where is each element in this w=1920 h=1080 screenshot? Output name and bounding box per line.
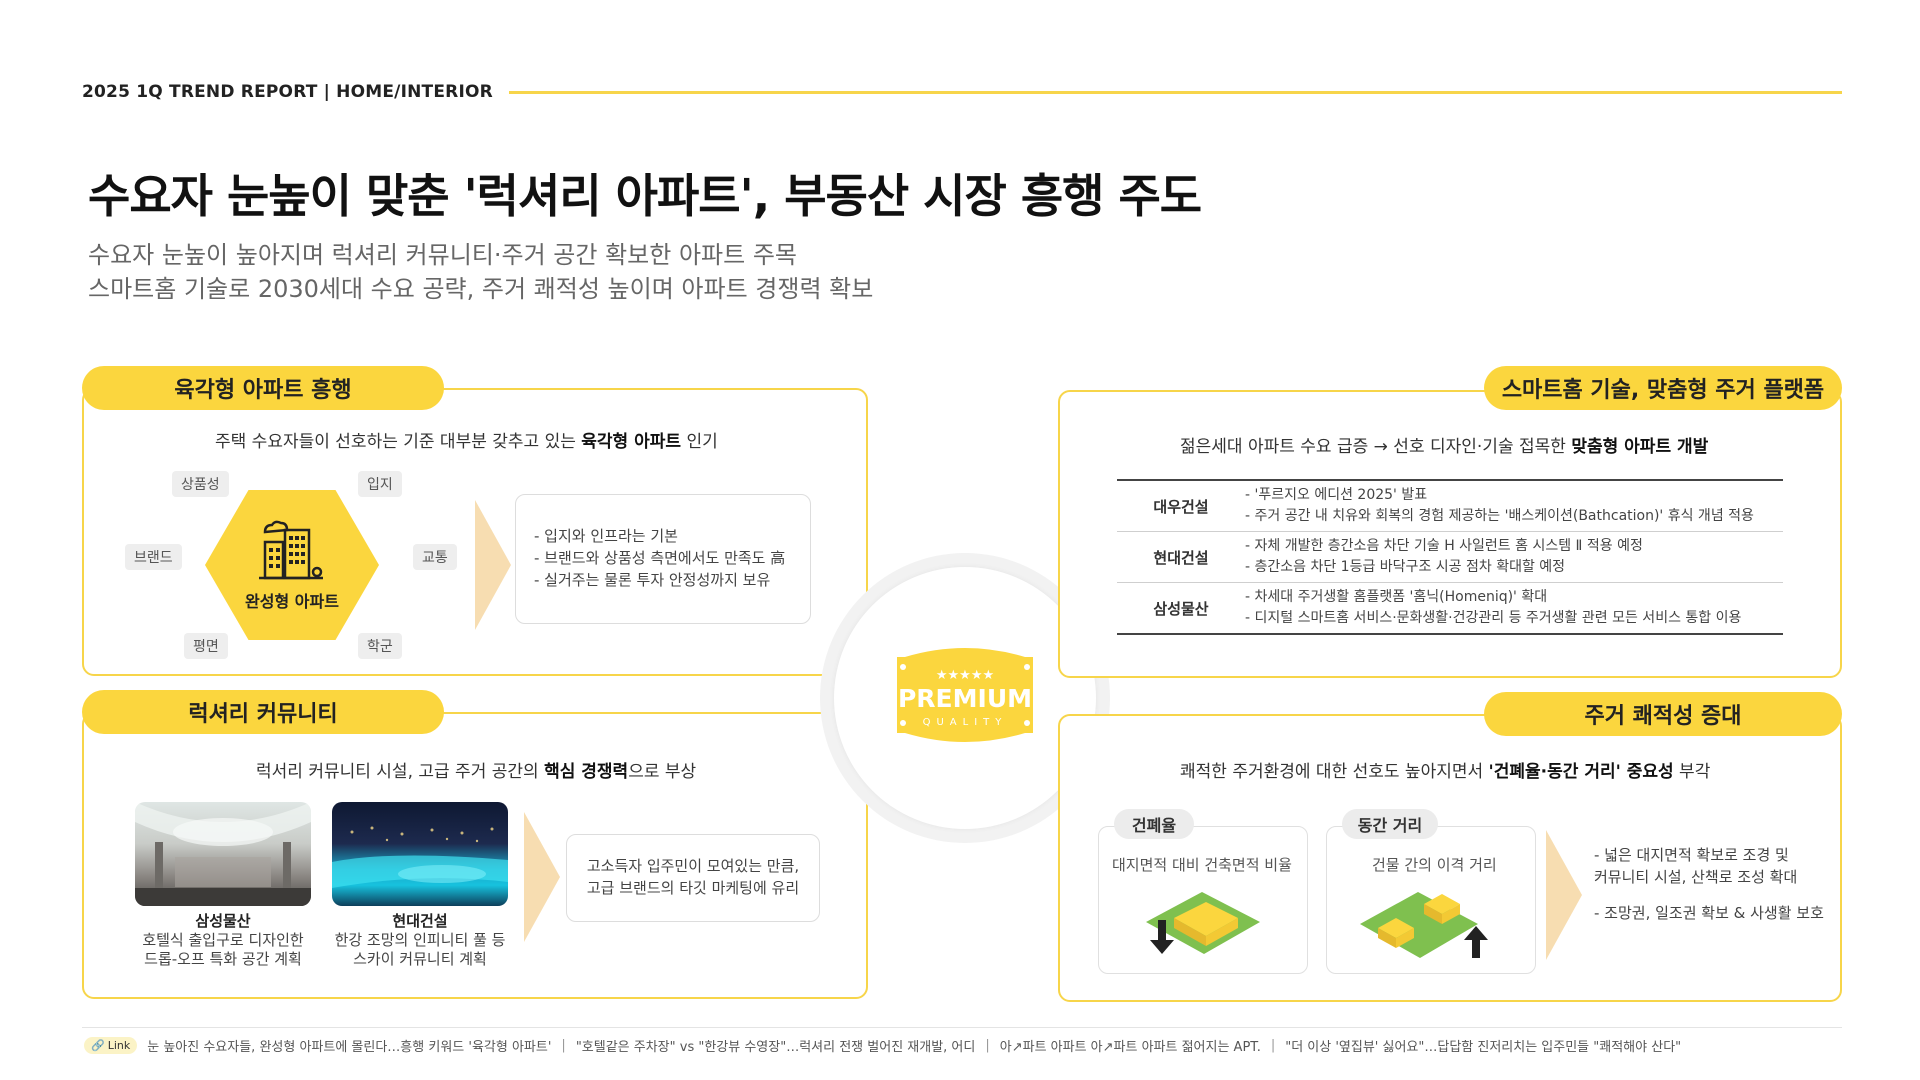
chip-location: 입지 xyxy=(358,471,402,497)
footer-separator: | xyxy=(1270,1037,1276,1053)
lead-text-post: 부각 xyxy=(1673,762,1711,782)
panel-luxury-tag: 럭셔리 커뮤니티 xyxy=(82,690,444,734)
panel-smart-home-tag: 스마트홈 기술, 맞춤형 주거 플랫폼 xyxy=(1484,366,1842,410)
caption-line: 한강 조망의 인피니티 풀 등 xyxy=(334,931,506,949)
chip-floorplan: 평면 xyxy=(184,633,228,659)
chip-school: 학군 xyxy=(358,633,402,659)
coverage-ratio-icon xyxy=(1146,892,1260,954)
panel-hexagon-lead: 주택 수요자들이 선호하는 기준 대부분 갖추고 있는 육각형 아파트 인기 xyxy=(215,427,718,452)
badge-main-text: PREMIUM xyxy=(898,684,1032,713)
company-desc: - 자체 개발한 층간소음 차단 기술 H 사일런트 홈 시스템 Ⅱ 적용 예정… xyxy=(1245,532,1783,583)
footer-separator: | xyxy=(985,1037,990,1053)
hexagon-content: 완성형 아파트 xyxy=(220,490,364,640)
infinity-pool-illustration xyxy=(332,826,508,888)
lead-text: 쾌적한 주거환경에 대한 선호도 높아지면서 xyxy=(1180,762,1489,782)
desc-line: - '푸르지오 에디션 2025' 발표 xyxy=(1245,487,1428,503)
link-icon: 🔗 xyxy=(91,1038,105,1052)
card-coverage-desc: 대지면적 대비 건축면적 비율 xyxy=(1112,856,1292,874)
page-subtitle: 수요자 눈높이 높아지며 럭셔리 커뮤니티·주거 공간 확보한 아파트 주목 스… xyxy=(88,238,873,306)
company-name: 현대건설 xyxy=(1153,548,1209,567)
footer-separator: | xyxy=(561,1037,566,1053)
panel-luxury-summary: 고소득자 입주민이 모여있는 만큼, 고급 브랜드의 타깃 마케팅에 유리 xyxy=(566,834,820,922)
footer-link-2[interactable]: "호텔같은 주차장" vs "한강뷰 수영장"…럭셔리 전쟁 벌어진 재개발, … xyxy=(575,1039,976,1055)
photo-hotel-entrance xyxy=(135,802,311,906)
card-distance-tag: 동간 거리 xyxy=(1342,809,1438,839)
bullet-item: - 조망권, 일조권 확보 & 사생활 보호 xyxy=(1594,904,1824,922)
caption-line: 드롭-오프 특화 공간 계획 xyxy=(144,950,302,968)
footer-link-4[interactable]: "더 이상 '옆집뷰' 싫어요"…답답함 진저리치는 입주민들 "쾌적해야 산다… xyxy=(1285,1039,1682,1055)
lead-bold: 핵심 경쟁력 xyxy=(544,762,629,782)
table-row: 현대건설 - 자체 개발한 층간소음 차단 기술 H 사일런트 홈 시스템 Ⅱ … xyxy=(1117,532,1783,583)
link-label: Link xyxy=(107,1038,131,1052)
lead-text-post: 인기 xyxy=(681,432,718,452)
lead-text: 젊은세대 아파트 수요 급증 → 선호 디자인·기술 접목한 xyxy=(1180,437,1572,457)
chip-transport: 교통 xyxy=(413,544,457,570)
desc-line: - 주거 공간 내 치유와 회복의 경험 제공하는 '배스케이션(Bathcat… xyxy=(1245,508,1754,524)
bullet-item: 커뮤니티 시설, 산책로 조성 확대 xyxy=(1594,868,1798,886)
photo-caption-hyundai: 현대건설 한강 조망의 인피니티 풀 등 스카이 커뮤니티 계획 xyxy=(320,912,520,969)
premium-badge: ★★★★★ PREMIUM QUALITY xyxy=(897,648,1033,742)
footer-link-1[interactable]: 눈 높아진 수요자들, 완성형 아파트에 몰린다…흥행 키워드 '육각형 아파트… xyxy=(147,1039,552,1055)
footer-divider xyxy=(82,1027,1842,1028)
subtitle-line-1: 수요자 눈높이 높아지며 럭셔리 커뮤니티·주거 공간 확보한 아파트 주목 xyxy=(88,241,797,269)
caption-company: 삼성물산 xyxy=(195,912,251,930)
lead-text: 주택 수요자들이 선호하는 기준 대부분 갖추고 있는 xyxy=(215,432,582,452)
footer-links: 🔗 Link 눈 높아진 수요자들, 완성형 아파트에 몰린다…흥행 키워드 '… xyxy=(84,1034,1681,1056)
lead-bold: '건폐율·동간 거리' 중요성 xyxy=(1488,762,1674,782)
company-table: 대우건설 - '푸르지오 에디션 2025' 발표 - 주거 공간 내 치유와 … xyxy=(1117,479,1783,635)
panel-comfort-bullets: - 넓은 대지면적 확보로 조경 및 커뮤니티 시설, 산책로 조성 확대 - … xyxy=(1594,844,1824,924)
panel-comfort-tag: 주거 쾌적성 증대 xyxy=(1484,692,1842,736)
card-coverage-tag: 건폐율 xyxy=(1114,809,1194,839)
desc-line: - 디지털 스마트홈 서비스·문화생활·건강관리 등 주거생활 관련 모든 서비… xyxy=(1245,610,1742,626)
caption-company: 현대건설 xyxy=(392,912,448,930)
card-distance-desc: 건물 간의 이격 거리 xyxy=(1372,856,1497,874)
hotel-entrance-illustration xyxy=(135,802,311,906)
chip-brand: 브랜드 xyxy=(125,544,182,570)
chip-product: 상품성 xyxy=(172,471,229,497)
report-label: 2025 1Q TREND REPORT | HOME/INTERIOR xyxy=(82,82,493,102)
company-name: 삼성물산 xyxy=(1153,599,1209,618)
hexagon-shape xyxy=(205,490,379,640)
bullet-item: - 입지와 인프라는 기본 xyxy=(534,527,678,545)
desc-line: - 자체 개발한 층간소음 차단 기술 H 사일런트 홈 시스템 Ⅱ 적용 예정 xyxy=(1245,538,1643,554)
link-badge: 🔗 Link xyxy=(84,1036,138,1054)
desc-line: - 층간소음 차단 1등급 바닥구조 시공 점차 확대할 예정 xyxy=(1245,559,1566,575)
caption-line: 호텔식 출입구로 디자인한 xyxy=(142,931,304,949)
subtitle-line-2: 스마트홈 기술로 2030세대 수요 공략, 주거 쾌적성 높이며 아파트 경쟁… xyxy=(88,275,874,303)
table-row: 삼성물산 - 차세대 주거생활 홈플랫폼 '홈닉(Homeniq)' 확대 - … xyxy=(1117,583,1783,635)
page-title: 수요자 눈높이 맞춘 '럭셔리 아파트', 부동산 시장 흥행 주도 xyxy=(88,169,1202,223)
summary-line: 고급 브랜드의 타깃 마케팅에 유리 xyxy=(586,879,800,897)
badge-stars: ★★★★★ xyxy=(936,668,994,683)
bullet-item: - 실거주는 물론 투자 안정성까지 보유 xyxy=(534,571,771,589)
hexagon-label: 완성형 아파트 xyxy=(245,592,339,611)
table-row: 대우건설 - '푸르지오 에디션 2025' 발표 - 주거 공간 내 치유와 … xyxy=(1117,480,1783,532)
summary-line: 고소득자 입주민이 모여있는 만큼, xyxy=(586,857,800,875)
lead-text-post: 으로 부상 xyxy=(628,762,697,782)
bullet-item: - 넓은 대지면적 확보로 조경 및 xyxy=(1594,846,1789,864)
panel-comfort-lead: 쾌적한 주거환경에 대한 선호도 높아지면서 '건폐율·동간 거리' 중요성 부… xyxy=(1180,757,1710,782)
company-desc: - '푸르지오 에디션 2025' 발표 - 주거 공간 내 치유와 회복의 경… xyxy=(1245,480,1783,532)
header-divider xyxy=(508,90,1842,94)
desc-line: - 차세대 주거생활 홈플랫폼 '홈닉(Homeniq)' 확대 xyxy=(1245,589,1548,605)
panel-smart-home xyxy=(1058,390,1842,678)
caption-line: 스카이 커뮤니티 계획 xyxy=(353,950,487,968)
bullet-item: - 브랜드와 상품성 측면에서도 만족도 高 xyxy=(534,549,786,567)
company-desc: - 차세대 주거생활 홈플랫폼 '홈닉(Homeniq)' 확대 - 디지털 스… xyxy=(1245,583,1783,635)
lead-text: 럭서리 커뮤니티 시설, 고급 주거 공간의 xyxy=(256,762,545,782)
lead-bold: 육각형 아파트 xyxy=(581,432,682,452)
report-header: 2025 1Q TREND REPORT | HOME/INTERIOR xyxy=(82,80,1842,104)
footer-link-3[interactable]: 아↗파트 아파트 아↗파트 아파트 젊어지는 APT. xyxy=(999,1039,1261,1055)
panel-smart-home-lead: 젊은세대 아파트 수요 급증 → 선호 디자인·기술 접목한 맞춤형 아파트 개… xyxy=(1180,432,1708,457)
photo-caption-samsung: 삼성물산 호텔식 출입구로 디자인한 드롭-오프 특화 공간 계획 xyxy=(123,912,323,969)
company-name: 대우건설 xyxy=(1153,497,1209,516)
building-distance-icon xyxy=(1360,892,1488,958)
building-icon xyxy=(259,520,323,580)
panel-hexagon-tag: 육각형 아파트 흥행 xyxy=(82,366,444,410)
photo-infinity-pool xyxy=(332,802,508,906)
badge-sub-text: QUALITY xyxy=(923,717,1008,728)
lead-bold: 맞춤형 아파트 개발 xyxy=(1571,437,1709,457)
panel-hexagon-bullets: - 입지와 인프라는 기본 - 브랜드와 상품성 측면에서도 만족도 高 - 실… xyxy=(515,494,811,624)
panel-luxury-lead: 럭서리 커뮤니티 시설, 고급 주거 공간의 핵심 경쟁력으로 부상 xyxy=(256,757,696,782)
